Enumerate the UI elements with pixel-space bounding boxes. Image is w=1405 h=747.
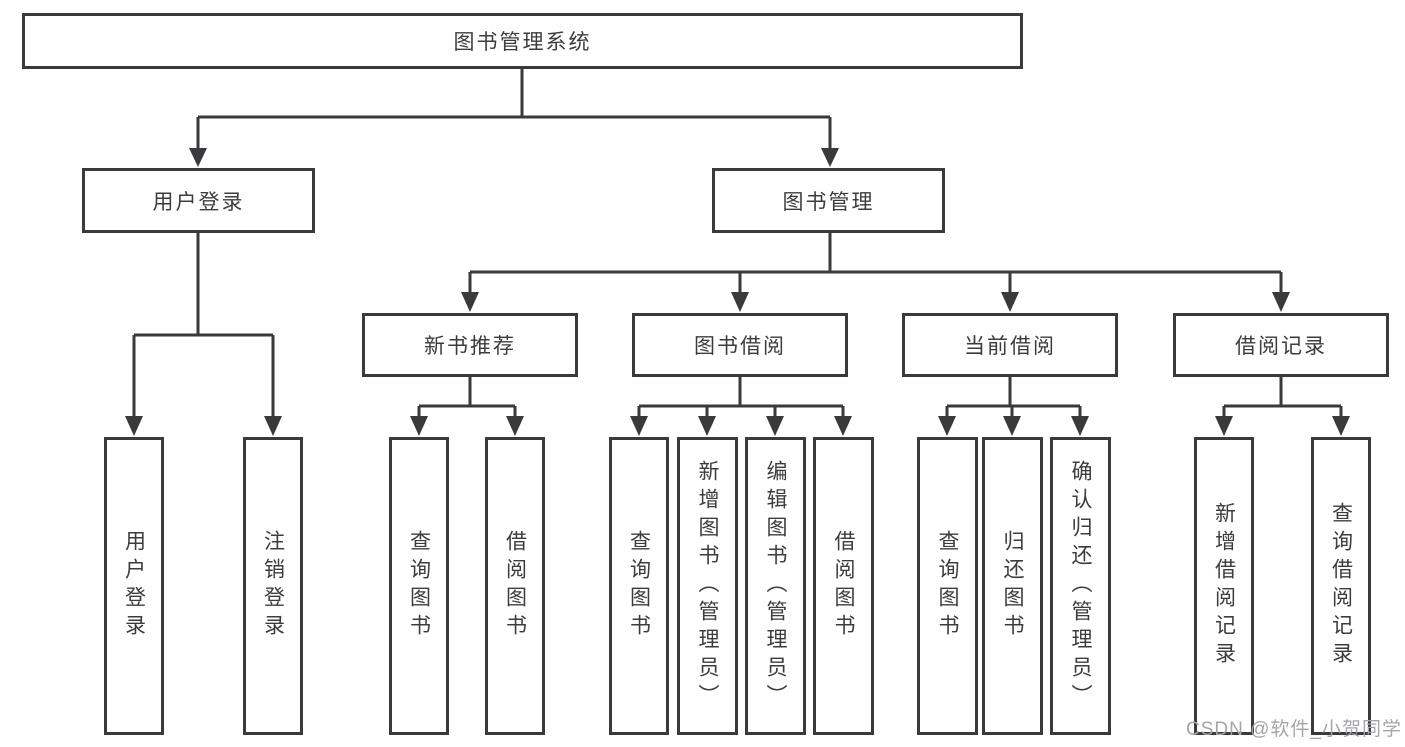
node-label: 借阅图书 bbox=[832, 530, 855, 642]
leaf-add-books-admin: 新增图书（管理员） bbox=[677, 437, 738, 735]
node-new-book-recommend: 新书推荐 bbox=[362, 313, 578, 377]
node-label: 图书管理 bbox=[782, 190, 875, 214]
node-label: 用户登录 bbox=[122, 530, 146, 642]
leaf-confirm-return-admin: 确认归还（管理员） bbox=[1050, 437, 1111, 735]
leaf-add-borrow-record: 新增借阅记录 bbox=[1194, 437, 1254, 735]
node-label: 注销登录 bbox=[261, 530, 285, 642]
edges-current-borrowing bbox=[938, 376, 1089, 436]
node-label: 新书推荐 bbox=[424, 335, 516, 358]
node-label: 借阅记录 bbox=[1235, 335, 1327, 358]
node-label: 查询图书 bbox=[627, 530, 651, 642]
node-root-label: 图书管理系统 bbox=[453, 31, 592, 54]
node-root: 图书管理系统 bbox=[22, 13, 1023, 69]
leaf-logout: 注销登录 bbox=[243, 437, 303, 735]
node-label: 确认归还（管理员） bbox=[1069, 460, 1092, 712]
node-label: 图书借阅 bbox=[694, 335, 786, 358]
node-user-login: 用户登录 bbox=[82, 168, 315, 233]
leaf-query-books-current: 查询图书 bbox=[917, 437, 978, 735]
leaf-borrow-books-recommend: 借阅图书 bbox=[485, 437, 545, 735]
leaf-edit-books-admin: 编辑图书（管理员） bbox=[745, 437, 806, 735]
node-label: 新增借阅记录 bbox=[1212, 502, 1236, 670]
node-label: 借阅图书 bbox=[503, 530, 527, 642]
node-book-management: 图书管理 bbox=[712, 168, 945, 233]
leaf-query-borrow-record: 查询借阅记录 bbox=[1311, 437, 1371, 735]
edges-root bbox=[189, 68, 839, 167]
node-label: 查询借阅记录 bbox=[1329, 502, 1353, 670]
node-label: 用户登录 bbox=[152, 190, 245, 214]
node-current-borrowing: 当前借阅 bbox=[902, 313, 1118, 377]
node-label: 编辑图书（管理员） bbox=[764, 460, 787, 712]
node-label: 归还图书 bbox=[1001, 530, 1024, 642]
edges-book-management bbox=[461, 232, 1290, 312]
edges-borrowing-records bbox=[1215, 376, 1350, 436]
node-borrowing-records: 借阅记录 bbox=[1173, 313, 1389, 377]
edges-book-borrowing bbox=[630, 376, 852, 436]
leaf-query-books-borrowing: 查询图书 bbox=[609, 437, 669, 735]
leaf-query-books-recommend: 查询图书 bbox=[389, 437, 449, 735]
node-label: 查询图书 bbox=[936, 530, 959, 642]
leaf-user-login: 用户登录 bbox=[104, 437, 164, 735]
edges-new-book-recommend bbox=[410, 376, 524, 436]
node-book-borrowing: 图书借阅 bbox=[632, 313, 848, 377]
leaf-borrow-books: 借阅图书 bbox=[813, 437, 874, 735]
watermark: CSDN @软件_小贺同学 bbox=[1186, 719, 1402, 740]
node-label: 新增图书（管理员） bbox=[696, 460, 719, 712]
edges-user-login bbox=[125, 232, 282, 436]
node-label: 查询图书 bbox=[407, 530, 431, 642]
leaf-return-books: 归还图书 bbox=[982, 437, 1043, 735]
node-label: 当前借阅 bbox=[964, 335, 1056, 358]
